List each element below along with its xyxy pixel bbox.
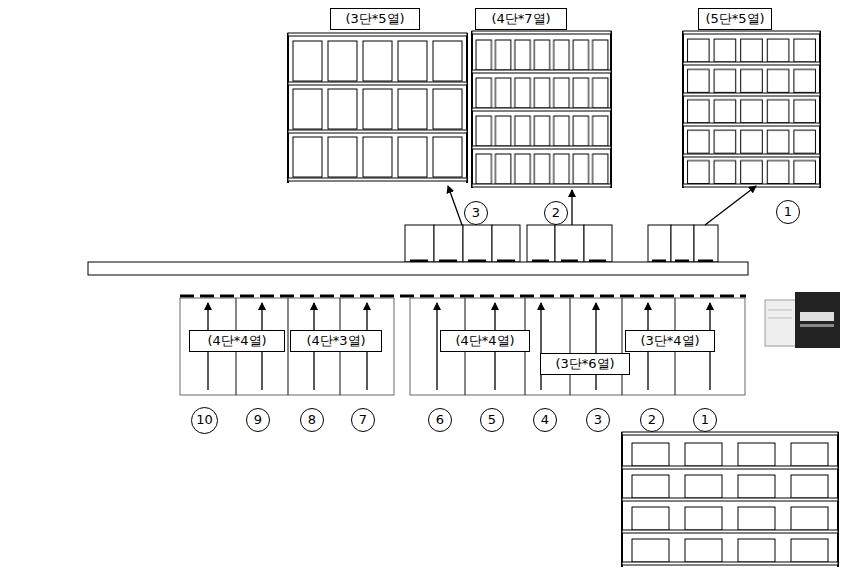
callout-number: 3 — [472, 206, 480, 221]
callout-circle: 5 — [480, 408, 504, 432]
callout-number: 5 — [488, 413, 496, 428]
label-text: (4단*4열) — [207, 334, 266, 349]
label-text: (4단*3열) — [306, 334, 365, 349]
callout-number: 10 — [196, 413, 213, 428]
callout-circle: 8 — [300, 408, 324, 432]
callout-number: 8 — [308, 413, 316, 428]
transfer-arrows — [448, 186, 756, 225]
callout-number: 4 — [541, 413, 549, 428]
rack-size-label: (4단*4열) — [189, 330, 285, 352]
rack-size-label: (5단*5열) — [698, 8, 772, 30]
callout-circle: 10 — [191, 407, 218, 434]
rack-size-label: (4단*7열) — [475, 8, 567, 30]
label-text: (3단*5열) — [345, 12, 404, 27]
conveyor-bar — [88, 262, 748, 275]
rack-size-label: (4단*3열) — [290, 330, 382, 352]
label-text: (3단*6열) — [555, 357, 614, 372]
label-text: (3단*4열) — [640, 334, 699, 349]
printer-icon — [765, 292, 840, 348]
label-text: (5단*5열) — [705, 12, 764, 27]
conveyor-boxes — [405, 225, 718, 262]
callout-number: 2 — [552, 206, 560, 221]
callout-circle: 1 — [776, 200, 800, 224]
rack-size-label: (3단*5열) — [330, 8, 420, 30]
callout-circle: 4 — [533, 408, 557, 432]
label-text: (4단*7열) — [491, 12, 550, 27]
callout-number: 1 — [784, 205, 792, 220]
rack-size-label: (3단*6열) — [540, 353, 630, 375]
rack-size-label: (4단*4열) — [440, 330, 530, 352]
callout-circle: 2 — [544, 201, 568, 225]
rack-5x5 — [683, 31, 820, 188]
callout-circle: 1 — [693, 408, 717, 432]
label-text: (4단*4열) — [455, 334, 514, 349]
callout-circle: 2 — [640, 408, 664, 432]
picking-bays — [180, 296, 746, 395]
callout-circle: 7 — [351, 408, 375, 432]
rack-3x5 — [288, 33, 467, 183]
rack-4x4 — [622, 432, 838, 567]
callout-number: 6 — [436, 413, 444, 428]
callout-number: 7 — [359, 413, 367, 428]
rack-size-label: (3단*4열) — [625, 330, 715, 352]
callout-number: 9 — [254, 413, 262, 428]
callout-circle: 9 — [246, 408, 270, 432]
callout-circle: 6 — [428, 408, 452, 432]
callout-circle: 3 — [586, 408, 610, 432]
callout-number: 3 — [594, 413, 602, 428]
callout-circle: 3 — [464, 201, 488, 225]
callout-number: 2 — [648, 413, 656, 428]
rack-4x7 — [472, 31, 611, 188]
callout-number: 1 — [701, 413, 709, 428]
